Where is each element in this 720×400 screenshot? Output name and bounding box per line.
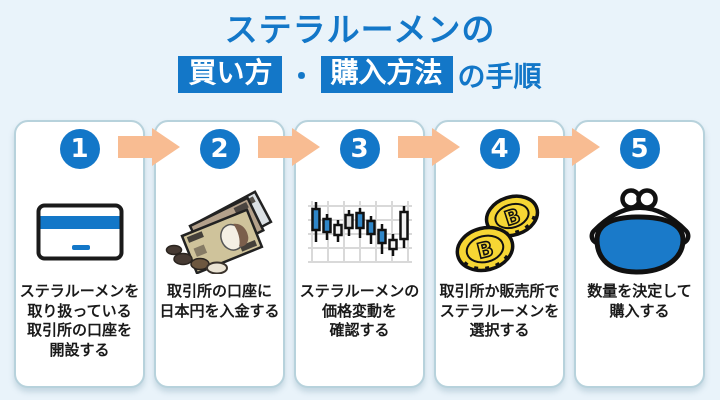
steps-flow: 1 ステラルーメンを 取り扱っている 取引所の口座を 開設する 2 <box>14 120 706 388</box>
title-line1: ステラルーメンの <box>224 10 496 49</box>
step-3-number-badge: 3 <box>339 129 380 169</box>
svg-text:B: B <box>474 236 495 263</box>
arrow-right-icon <box>118 128 180 166</box>
step-1-number-badge: 1 <box>59 129 100 169</box>
yen-bills-icon <box>156 182 283 282</box>
step-card-3: 3 <box>294 120 425 388</box>
arrow-right-icon <box>258 128 320 166</box>
credit-card-icon <box>16 182 143 282</box>
title-highlight-kounyuhoho: 購入方法 <box>320 55 453 94</box>
step-2-number-badge: 2 <box>199 129 240 169</box>
step-1-label: ステラルーメンを 取り扱っている 取引所の口座を 開設する <box>19 282 140 359</box>
candlestick-chart-icon <box>296 182 423 282</box>
step-card-2: 2 <box>154 120 285 388</box>
title-line2: 買い方 ・ 購入方法 の手順 <box>0 55 720 95</box>
coin-purse-icon <box>576 182 703 282</box>
step-card-4: 4 B B 取引所か販売所で ス <box>434 120 565 388</box>
step-2-label: 取引所の口座に 日本円を入金する <box>159 282 280 320</box>
step-card-5: 5 数量を決定して 購入する <box>574 120 705 388</box>
step-4-label: 取引所か販売所で ステラルーメンを 選択する <box>439 282 560 339</box>
step-4-number-badge: 4 <box>479 129 520 169</box>
title-separator-dot: ・ <box>287 59 316 93</box>
step-card-1: 1 ステラルーメンを 取り扱っている 取引所の口座を 開設する <box>14 120 145 388</box>
step-cards-row: 1 ステラルーメンを 取り扱っている 取引所の口座を 開設する 2 <box>14 120 706 388</box>
arrow-right-icon <box>538 128 600 166</box>
arrow-right-icon <box>398 128 460 166</box>
step-5-label: 数量を決定して 購入する <box>587 282 692 320</box>
crypto-coins-icon: B B <box>436 182 563 282</box>
step-5-number-badge: 5 <box>619 129 660 169</box>
title-highlight-kaikata: 買い方 <box>178 55 283 94</box>
title-suffix: の手順 <box>457 59 542 93</box>
page-title: ステラルーメンの 買い方 ・ 購入方法 の手順 <box>0 0 720 95</box>
step-3-label: ステラルーメンの 価格変動を 確認する <box>299 282 420 339</box>
